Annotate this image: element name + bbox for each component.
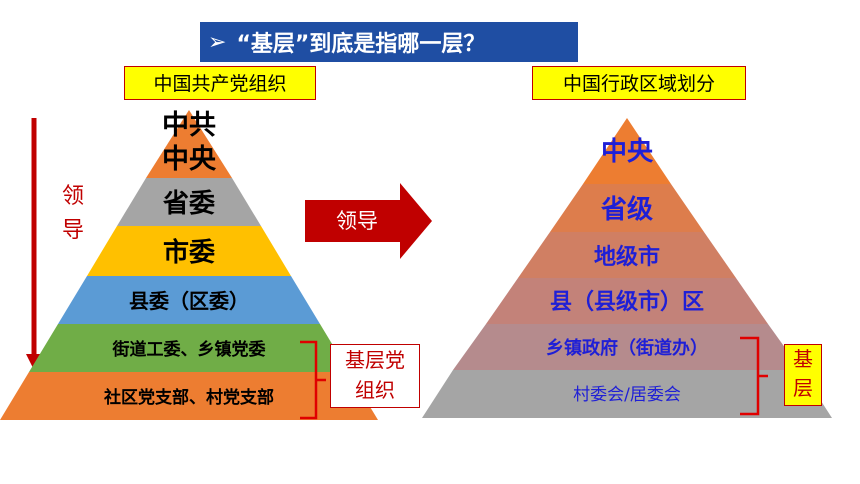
right-level-province — [550, 184, 704, 232]
administrative-division-pyramid — [422, 118, 832, 418]
left-level-province — [117, 178, 261, 226]
left-leader-label-char1: 领 — [62, 184, 85, 209]
left-leader-label-char2: 导 — [62, 218, 85, 243]
left-grassroots-label-line1: 基层党 — [345, 348, 405, 372]
left-level-township-label: 街道工委、乡镇党委 — [112, 339, 266, 360]
right-level-village-label: 村委会/居委会 — [573, 385, 681, 405]
right-pyramid-header: 中国行政区域划分 — [532, 66, 746, 100]
right-level-central — [583, 118, 671, 184]
left-leader-label: 领 导 — [62, 180, 84, 248]
page-title: “基层”到底是指哪一层？ — [236, 32, 486, 57]
left-level-central — [146, 110, 232, 178]
left-level-county — [58, 276, 320, 324]
right-level-village — [422, 370, 832, 418]
right-level-township — [453, 324, 801, 370]
left-level-province-label: 省委 — [162, 189, 215, 219]
leadership-arrow-label: 领导 — [336, 209, 378, 233]
right-level-prefecture-label: 地级市 — [594, 244, 660, 270]
left-level-city-label: 市委 — [163, 237, 215, 268]
left-level-central-label-line2: 中央 — [162, 144, 217, 175]
right-level-prefecture — [518, 232, 736, 278]
right-level-township-label: 乡镇政府（街道办） — [546, 337, 708, 359]
leadership-arrow — [305, 183, 432, 259]
left-grassroots-label-box: 基层党 组织 — [330, 344, 420, 408]
left-level-village-label: 社区党支部、村党支部 — [103, 387, 274, 408]
left-level-county-label: 县委（区委） — [129, 289, 249, 313]
right-level-county-label: 县（县级市）区 — [550, 289, 704, 315]
right-level-county — [486, 278, 768, 324]
title-banner: ➢ “基层”到底是指哪一层？ — [200, 22, 578, 62]
left-level-central-label-line1: 中共 — [162, 110, 216, 141]
left-level-township — [29, 324, 349, 372]
party-organization-pyramid — [0, 110, 378, 420]
right-level-central-label: 中央 — [601, 137, 654, 167]
left-level-village — [0, 372, 378, 420]
right-level-province-label: 省级 — [600, 194, 653, 225]
left-level-city — [87, 226, 291, 276]
arrowhead-bullet-icon: ➢ — [208, 29, 227, 55]
left-pyramid-header: 中国共产党组织 — [124, 66, 316, 100]
left-grassroots-label-line2: 组织 — [355, 378, 395, 402]
right-grassroots-label-box: 基 层 — [784, 344, 822, 406]
right-grassroots-label-char1: 基 — [793, 347, 813, 371]
right-grassroots-label-char2: 层 — [793, 376, 813, 400]
